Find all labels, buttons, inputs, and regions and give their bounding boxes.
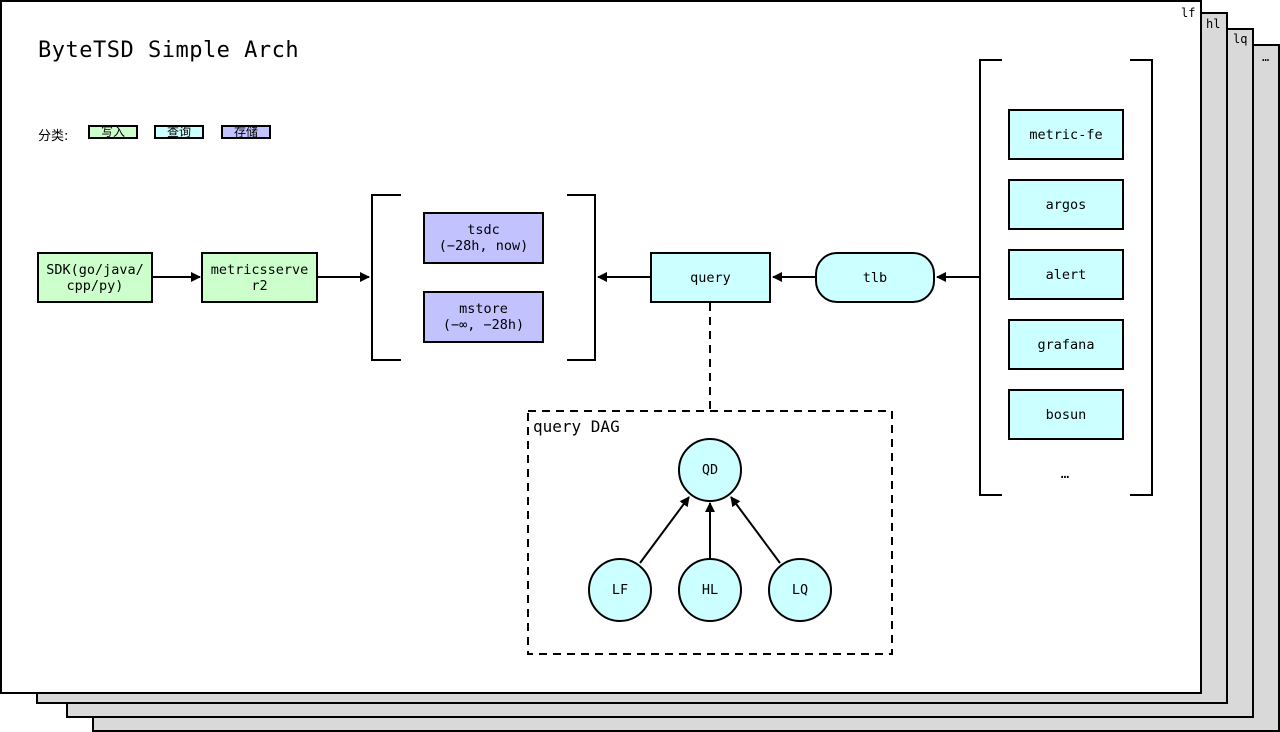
dag-node-qd: QD [678,438,742,502]
sheet-tab-lf: lf [1181,6,1196,20]
query-dag-frame [527,410,893,655]
legend-chip-write: 写入 [88,125,138,139]
legend-chip-storage: 存储 [221,125,271,139]
node-tsdc: tsdc (−28h, now) [423,212,544,264]
node-mstore: mstore (−∞, −28h) [423,291,544,343]
arrow-lq-to-qd [730,496,781,564]
legend-label: 分类: [38,129,69,144]
diagram-title: ByteTSD Simple Arch [38,38,300,63]
clients-bracket-right [1130,59,1153,496]
arrow-lf-to-qd [639,496,690,564]
sheet-tab-more: … [1262,50,1270,64]
node-tlb: tlb [815,252,935,303]
client-argos: argos [1008,179,1124,230]
storage-bracket-right [567,194,596,361]
client-alert: alert [1008,249,1124,300]
dag-node-lq: LQ [768,558,832,622]
dag-node-hl: HL [678,558,742,622]
dag-node-lf: LF [588,558,652,622]
storage-bracket-left [371,194,401,361]
legend-chip-query: 查询 [154,125,204,139]
sheet-tab-lq: lq [1233,32,1248,46]
clients-bracket-left [979,59,1002,496]
client-grafana: grafana [1008,319,1124,370]
clients-more: … [1060,466,1070,482]
client-metric-fe: metric-fe [1008,109,1124,160]
node-query: query [650,252,771,303]
node-sdk: SDK(go/java/ cpp/py) [37,252,153,303]
query-dag-label: query DAG [533,417,620,436]
client-bosun: bosun [1008,389,1124,440]
node-metricsserver: metricsserve r2 [201,252,318,303]
sheet-tab-hl: hl [1206,17,1221,31]
